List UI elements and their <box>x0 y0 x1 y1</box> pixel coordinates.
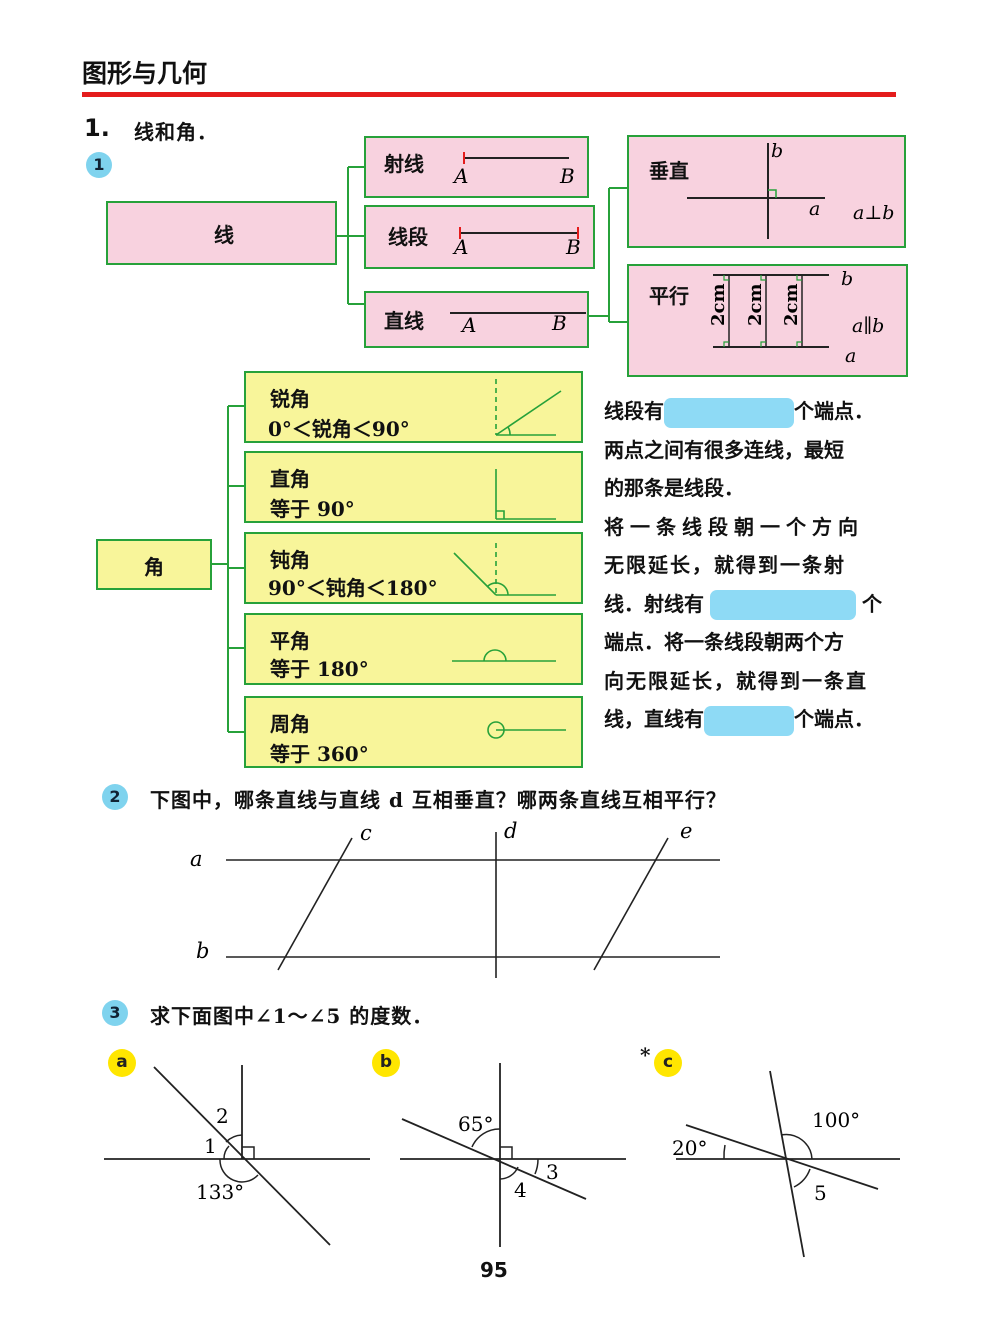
parallel-figure: 2cm 2cm 2cm b a a∥b <box>708 268 884 367</box>
fig-c-given-2: 100° <box>812 1108 860 1132</box>
segment-label: 线段 <box>388 225 428 249</box>
page-heading: 图形与几何 <box>82 59 208 88</box>
acute-arc <box>507 426 511 436</box>
straight-line-box: 直线 <box>364 291 589 348</box>
fig-a <box>104 1065 370 1246</box>
perp-label-a: a <box>809 198 820 220</box>
fig-b-given: 65° <box>458 1112 493 1136</box>
fig-b-angle-4: 4 <box>514 1178 527 1202</box>
segment-point-b: B <box>565 235 581 259</box>
line-c <box>277 837 353 971</box>
distance-label-2: 2cm <box>745 283 766 326</box>
angle-root-label: 角 <box>144 555 164 579</box>
line-root-label: 线 <box>214 223 234 247</box>
label-c: c <box>360 821 372 845</box>
fig-a-angle-2: 2 <box>216 1104 229 1128</box>
fig-c <box>676 1070 900 1258</box>
angle-root-box: 角 <box>96 539 212 590</box>
fig-b <box>400 1063 626 1247</box>
part1-badge: 1 <box>86 152 112 178</box>
perpendicular-box: 垂直 <box>627 135 906 248</box>
acute-ray-2 <box>495 390 562 436</box>
obtuse-desc: 90°＜钝角＜180° <box>268 576 438 600</box>
obtuse-name: 钝角 <box>270 548 310 572</box>
fig-c-angle-5: 5 <box>814 1181 827 1205</box>
tree-connectors <box>211 166 628 733</box>
right-name: 直角 <box>270 467 310 491</box>
ray-point-a: A <box>452 164 468 188</box>
answer-blank-2[interactable] <box>710 590 856 620</box>
straight-arc <box>483 649 507 662</box>
acute-angle-box: 锐角 0°＜锐角＜90° <box>244 371 583 443</box>
label-b: b <box>196 939 209 963</box>
straight-point-a: A <box>460 313 476 337</box>
distance-label-3: 2cm <box>781 283 802 326</box>
segment-box: 线段 <box>364 205 595 269</box>
section-title: 线和角． <box>134 120 218 144</box>
part2-question: 下图中，哪条直线与直线 d 互相垂直？哪两条直线互相平行？ <box>150 788 727 812</box>
fig-c-star: * <box>640 1043 651 1067</box>
parallel-box: 平行 <box>627 264 908 377</box>
straight-angle-desc: 等于 180° <box>270 657 369 681</box>
answer-blank-3[interactable] <box>704 705 794 736</box>
fig-a-angle-1: 1 <box>204 1134 217 1158</box>
fig-a-badge: a <box>108 1049 136 1077</box>
right-angle-box: 直角 等于 90° <box>244 451 583 523</box>
round-angle-name: 周角 <box>270 712 310 736</box>
straight-angle-box: 平角 等于 180° <box>244 613 583 685</box>
parallel-lines-figure: a b c d e <box>190 819 720 978</box>
fig-c-badge: c <box>654 1049 682 1077</box>
distance-label-1: 2cm <box>708 283 729 326</box>
straight-angle-name: 平角 <box>270 629 310 653</box>
explanation-paragraph: 线段有个端点． 两点之间有很多连线，最短 的那条是线段． 将一条线段朝一个方向 … <box>604 392 910 739</box>
round-arc <box>487 721 505 739</box>
answer-blank-1[interactable] <box>664 397 794 428</box>
right-angle-mark <box>768 189 777 198</box>
part2-badge: 2 <box>102 784 128 810</box>
segment-point-a: A <box>452 235 468 259</box>
ray-point-b: B <box>559 164 575 188</box>
acute-name: 锐角 <box>270 387 310 411</box>
ray-box: 射线 <box>364 136 589 198</box>
par-label-a: a <box>845 345 856 367</box>
heading-underline <box>82 92 896 97</box>
ray-label: 射线 <box>384 152 424 176</box>
fig-b-angle-3: 3 <box>546 1160 559 1184</box>
page-number: 95 <box>480 1258 508 1282</box>
label-e: e <box>680 819 692 843</box>
part3-badge: 3 <box>102 1000 128 1026</box>
fig-c-given-1: 20° <box>672 1136 707 1160</box>
line-root-box: 线 <box>106 201 337 265</box>
label-a: a <box>190 847 203 871</box>
label-d: d <box>504 819 517 843</box>
angle-figures <box>452 379 566 739</box>
fig-a-given: 133° <box>196 1180 244 1204</box>
par-relation: a∥b <box>852 315 884 337</box>
straight-point-b: B <box>551 311 567 335</box>
perpendicular-label: 垂直 <box>649 159 689 183</box>
parallel-label: 平行 <box>649 284 689 308</box>
straight-line-label: 直线 <box>384 309 424 333</box>
line-figures: A B A B A B <box>450 152 586 337</box>
line-e <box>593 837 669 971</box>
obtuse-arc <box>486 582 509 596</box>
round-angle-box: 周角 等于 360° <box>244 696 583 768</box>
right-angle-square <box>496 510 505 519</box>
perp-relation: a⊥b <box>853 202 894 224</box>
part3-question: 求下面图中∠1～∠5 的度数． <box>150 1004 434 1028</box>
round-angle-desc: 等于 360° <box>270 742 369 766</box>
acute-desc: 0°＜锐角＜90° <box>268 417 410 441</box>
perpendicular-figure: b a a⊥b <box>687 140 894 239</box>
angle-problems-figure: 2 1 133° 65° 3 4 20° 100° 5 <box>104 1063 900 1258</box>
right-desc: 等于 90° <box>270 497 355 521</box>
obtuse-angle-box: 钝角 90°＜钝角＜180° <box>244 532 583 604</box>
perp-label-b: b <box>771 140 783 162</box>
par-label-b: b <box>841 268 853 290</box>
section-number: 1. <box>84 114 110 142</box>
fig-b-badge: b <box>372 1049 400 1077</box>
